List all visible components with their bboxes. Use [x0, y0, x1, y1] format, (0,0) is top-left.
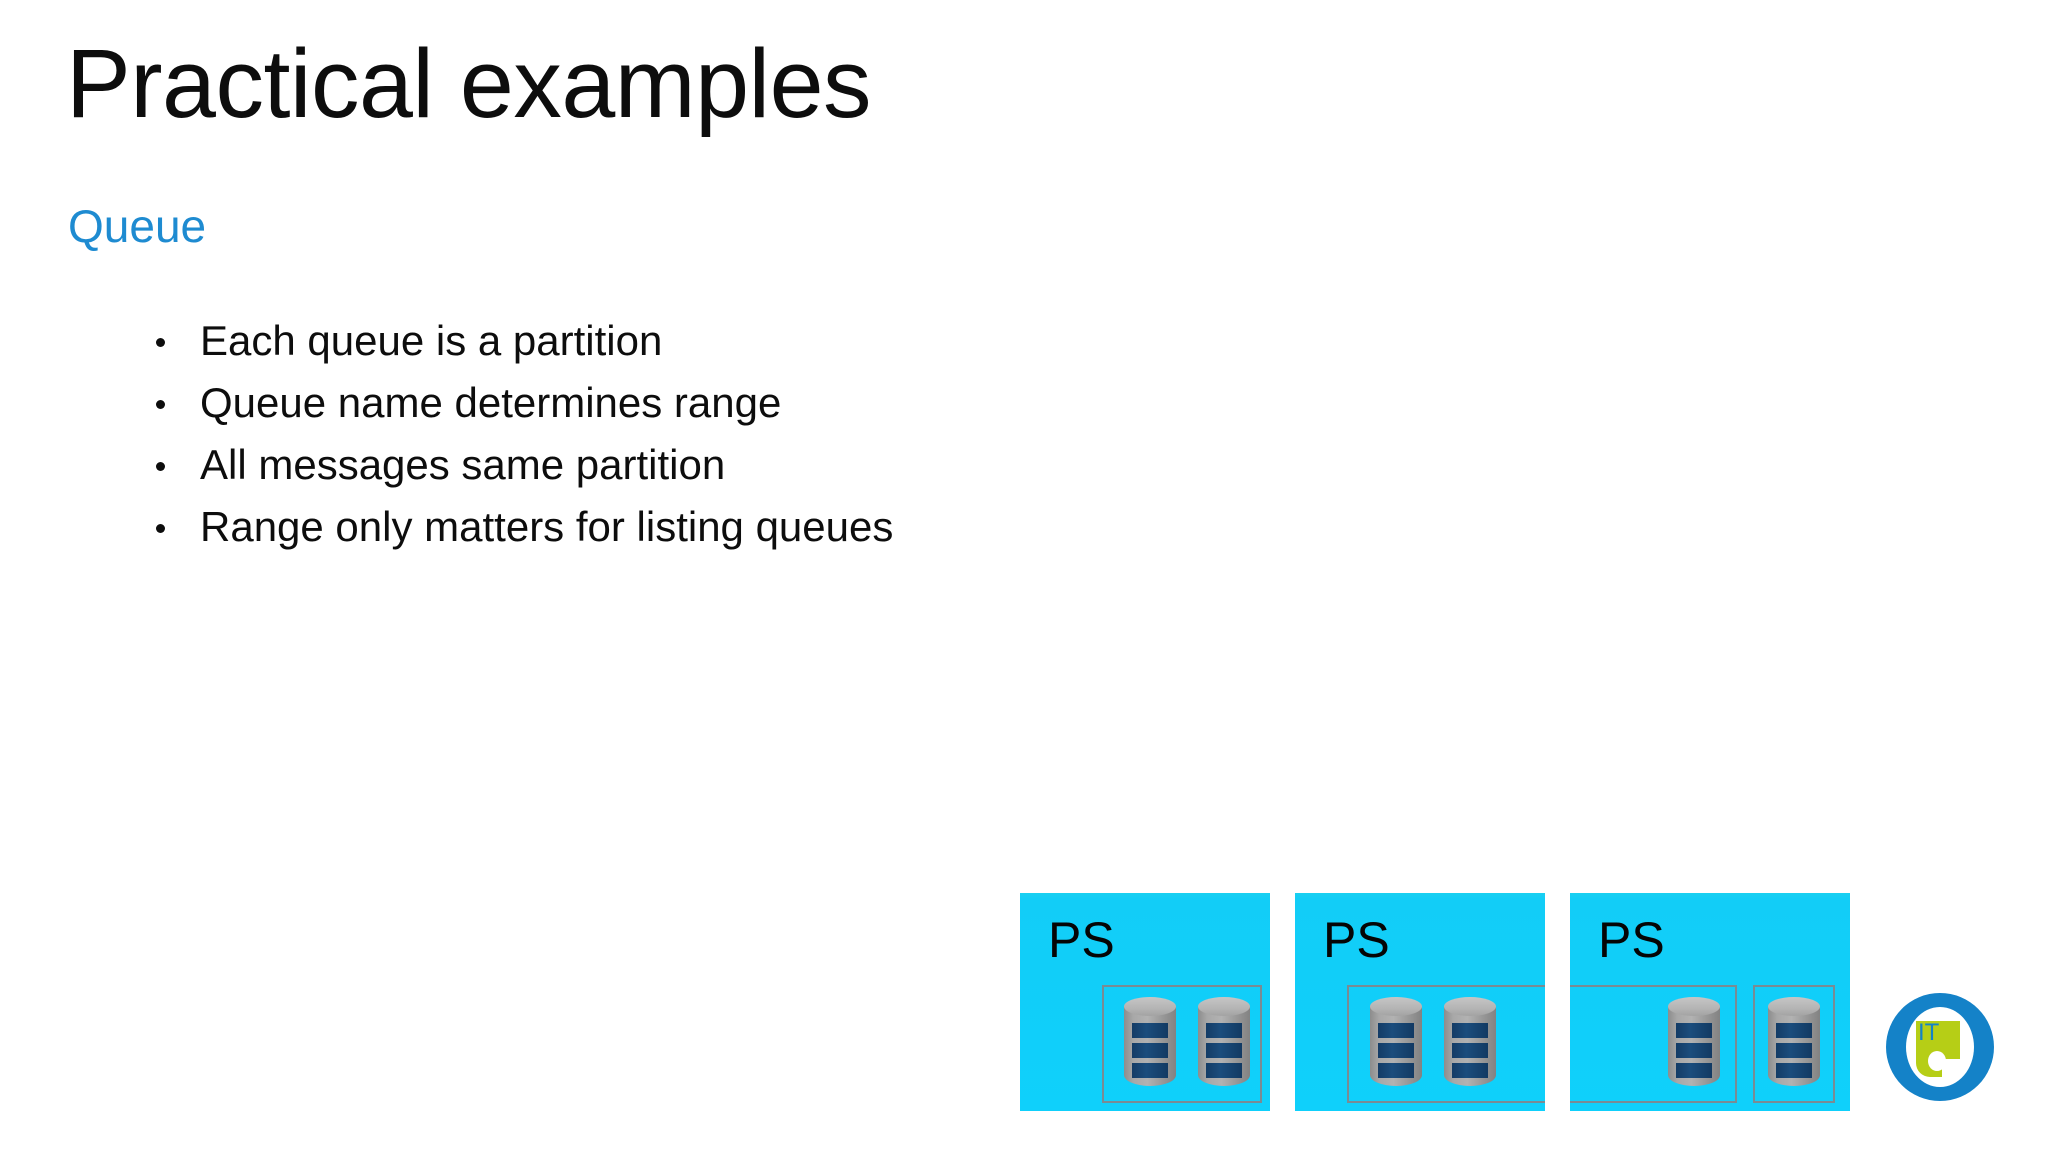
database-icon [1668, 997, 1720, 1093]
logo-text: IT [1918, 1019, 1940, 1046]
cylinder-band [1378, 1023, 1414, 1038]
list-item: Range only matters for listing queues [148, 496, 893, 558]
cylinder-band [1676, 1043, 1712, 1058]
it-logo: IT [1886, 993, 1994, 1101]
cylinder-band [1132, 1063, 1168, 1078]
cylinder-band [1676, 1063, 1712, 1078]
cylinder-top [1370, 997, 1422, 1016]
cylinder-band [1132, 1043, 1168, 1058]
cylinder-top [1124, 997, 1176, 1016]
page-title: Practical examples [66, 29, 872, 138]
cylinder-band [1206, 1043, 1242, 1058]
cylinder-band [1378, 1063, 1414, 1078]
cylinder-top [1668, 997, 1720, 1016]
cylinder-band [1452, 1023, 1488, 1038]
cylinder-band [1452, 1043, 1488, 1058]
cylinder-band [1776, 1023, 1812, 1038]
list-item: Each queue is a partition [148, 310, 893, 372]
database-icon [1124, 997, 1176, 1093]
cylinder-band [1378, 1043, 1414, 1058]
ps-label: PS [1048, 912, 1115, 968]
cylinder-top [1768, 997, 1820, 1016]
cylinder-band [1452, 1063, 1488, 1078]
cylinder-band [1676, 1023, 1712, 1038]
cylinder-band [1206, 1063, 1242, 1078]
partition-server-diagram: PS PS PS [1020, 893, 1850, 1113]
partition-group-3 [1753, 985, 1835, 1103]
database-icon [1444, 997, 1496, 1093]
cylinder-band [1132, 1023, 1168, 1038]
cylinder-band [1776, 1043, 1812, 1058]
cylinder-band [1206, 1023, 1242, 1038]
ps-label: PS [1598, 912, 1665, 968]
ps-label: PS [1323, 912, 1390, 968]
cylinder-band [1776, 1063, 1812, 1078]
bullet-list: Each queue is a partition Queue name det… [148, 310, 893, 558]
database-icon [1768, 997, 1820, 1093]
list-item: All messages same partition [148, 434, 893, 496]
list-item: Queue name determines range [148, 372, 893, 434]
database-icon [1370, 997, 1422, 1093]
database-icon [1198, 997, 1250, 1093]
box-gutter-mask [1545, 893, 1570, 1111]
logo-tag-curl [1928, 1051, 1946, 1071]
section-subtitle: Queue [68, 200, 207, 252]
partition-group-2 [1347, 985, 1737, 1103]
cylinder-top [1198, 997, 1250, 1016]
partition-group-1 [1102, 985, 1262, 1103]
cylinder-top [1444, 997, 1496, 1016]
